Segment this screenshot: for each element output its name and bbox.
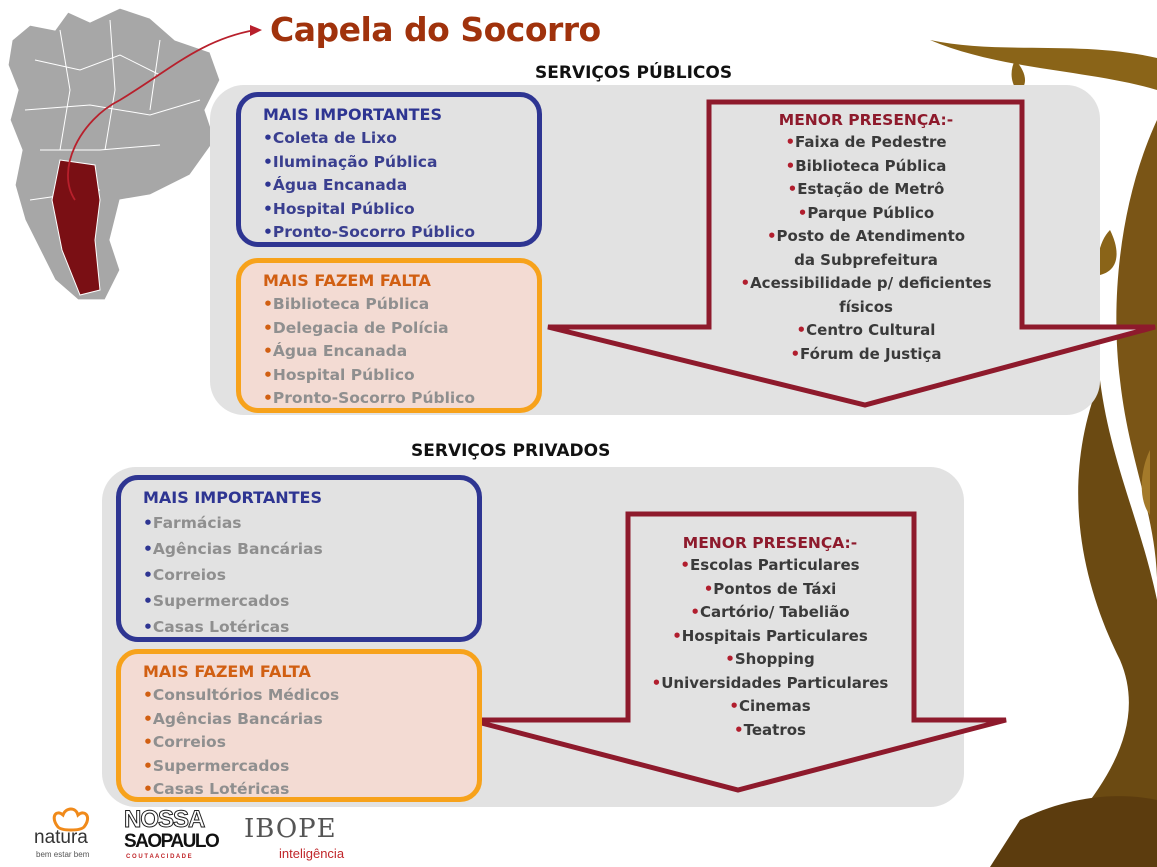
private-important-title: MAIS IMPORTANTES [143, 488, 322, 507]
list-item: Biblioteca Pública [716, 155, 1016, 179]
vine-decoration [930, 40, 1157, 867]
list-item: Cinemas [620, 695, 920, 719]
public-heading: SERVIÇOS PÚBLICOS [535, 63, 733, 83]
list-item: Universidades Particulares [620, 672, 920, 696]
list-item: Estação de Metrô [716, 178, 1016, 202]
list-item: Água Encanada [263, 174, 537, 198]
nossa-line3: C O U T A A C I D A D E [126, 854, 192, 860]
list-item: da Subprefeitura [794, 250, 938, 269]
page-title: Capela do Socorro [270, 10, 601, 49]
list-item: Biblioteca Pública [263, 293, 537, 317]
natura-name: natura [34, 827, 88, 848]
list-item: Pronto-Socorro Público [263, 221, 537, 245]
private-missing-title: MAIS FAZEM FALTA [143, 662, 311, 681]
list-item: Hospital Público [263, 364, 537, 388]
public-least-title: MENOR PRESENÇA:- [778, 111, 954, 129]
list-item: Parque Público [716, 202, 1016, 226]
list-item: Agências Bancárias [143, 708, 477, 732]
city-map [7, 7, 262, 301]
list-item: Correios [143, 731, 477, 755]
ibope-logo: IBOPE inteligência [244, 814, 344, 861]
natura-logo: natura bem estar bem [30, 805, 120, 865]
list-item: Correios [143, 562, 477, 588]
list-item: Fórum de Justiça [716, 343, 1016, 367]
private-missing-box: MAIS FAZEM FALTA Consultórios Médicos Ag… [116, 649, 482, 802]
list-item: Escolas Particulares [620, 554, 920, 578]
list-item: Teatros [620, 719, 920, 743]
list-item: Pontos de Táxi [620, 578, 920, 602]
list-item: Hospitais Particulares [620, 625, 920, 649]
nossa-line1: NOSSA [123, 806, 205, 834]
list-item: Casas Lotéricas [143, 778, 477, 802]
list-item: Acessibilidade p/ deficientes [716, 272, 1016, 296]
list-item: Cartório/ Tabelião [620, 601, 920, 625]
natura-flower-icon [52, 807, 89, 832]
list-item: Hospital Público [263, 198, 537, 222]
list-item: Casas Lotéricas [143, 614, 477, 640]
public-important-box: MAIS IMPORTANTES Coleta de Lixo Iluminaç… [236, 92, 542, 247]
list-item: Delegacia de Polícia [263, 317, 537, 341]
list-item: Faixa de Pedestre [716, 131, 1016, 155]
list-item: Supermercados [143, 588, 477, 614]
public-missing-title: MAIS FAZEM FALTA [263, 271, 431, 290]
private-least-title: MENOR PRESENÇA:- [682, 534, 858, 552]
public-least-list: MENOR PRESENÇA:- Faixa de Pedestre Bibli… [716, 110, 1016, 366]
nossa-sao-paulo-logo: NOSSA SAOPAULO C O U T A A C I D A D E [123, 806, 234, 866]
public-important-title: MAIS IMPORTANTES [263, 105, 442, 124]
list-item: Farmácias [143, 510, 477, 536]
public-missing-box: MAIS FAZEM FALTA Biblioteca Pública Dele… [236, 258, 542, 413]
nossa-line2: SAOPAULO [124, 831, 220, 852]
list-item: Água Encanada [263, 340, 537, 364]
list-item: físicos [839, 297, 893, 316]
list-item: Pronto-Socorro Público [263, 387, 537, 411]
list-item: Centro Cultural [716, 319, 1016, 343]
list-item: Shopping [620, 648, 920, 672]
list-item: Coleta de Lixo [263, 127, 537, 151]
list-item: Posto de Atendimento [716, 225, 1016, 249]
list-item: Iluminação Pública [263, 151, 537, 175]
natura-tagline: bem estar bem [36, 850, 90, 859]
ibope-name: IBOPE [244, 814, 337, 844]
list-item: Consultórios Médicos [143, 684, 477, 708]
list-item: Supermercados [143, 755, 477, 779]
private-least-list: MENOR PRESENÇA:- Escolas Particulares Po… [620, 533, 920, 742]
ibope-sub: inteligência [279, 846, 345, 861]
list-item: Agências Bancárias [143, 536, 477, 562]
private-important-box: MAIS IMPORTANTES Farmácias Agências Banc… [116, 475, 482, 642]
private-heading: SERVIÇOS PRIVADOS [411, 441, 611, 461]
